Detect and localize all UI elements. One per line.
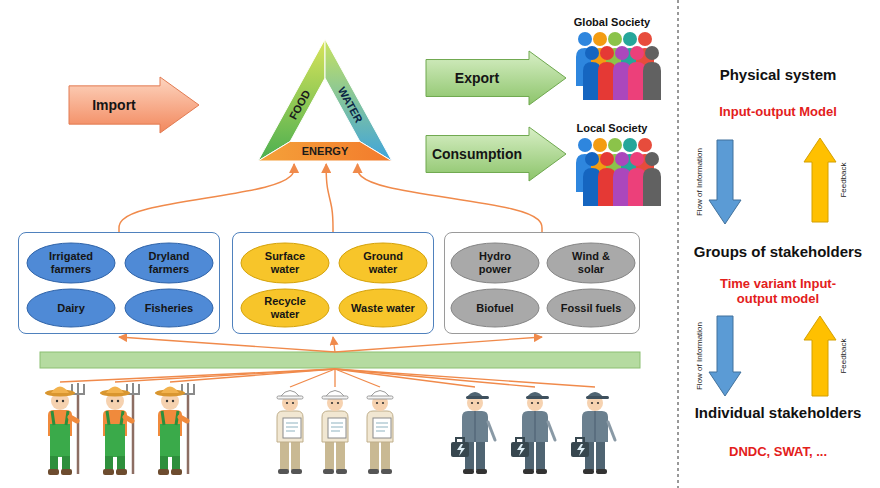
electrician-figure: [571, 392, 615, 474]
node-text: Dryland farmers: [136, 250, 203, 275]
ellipse-outline: [27, 243, 115, 283]
engineer-figure: [322, 391, 348, 475]
nexus-band: [258, 141, 392, 161]
sector-ellipse: Dryland farmers: [124, 242, 214, 284]
sector-ellipse: Fossil fuels: [546, 288, 636, 328]
feedback-arrow: [804, 316, 836, 396]
node-text: Irrigated farmers: [38, 250, 105, 275]
node-text: Fisheries: [145, 302, 193, 315]
person-icon: [643, 46, 661, 100]
ellipse-outline: [125, 243, 213, 283]
sector-ellipse: Dairy: [26, 288, 116, 328]
node-text: Biofuel: [476, 302, 513, 315]
information-arrow: [709, 140, 741, 224]
stakeholder-link: [334, 369, 335, 387]
model-name: DNDC, SWAT, ...: [729, 445, 827, 460]
block-arrow: [69, 77, 199, 133]
ellipse-outline: [27, 289, 115, 327]
engineer-figure: [367, 391, 393, 475]
ellipse-outline: [451, 243, 539, 283]
block-arrow: [426, 51, 566, 105]
node-text: Recycle water: [252, 295, 319, 320]
node-text: Ground water: [350, 250, 417, 275]
farmer-figure: [155, 383, 194, 475]
model-name: Input-output Model: [719, 105, 837, 120]
node-text: Dairy: [57, 302, 85, 315]
bar-links: [60, 337, 595, 387]
stakeholder-group: Irrigated farmers Dryland farmersDairy Fis…: [18, 232, 220, 334]
global-crowd: [576, 32, 661, 100]
bar-link: [333, 337, 335, 352]
consumption-arrow: Consumption: [425, 126, 567, 182]
stakeholder-link: [60, 369, 335, 382]
divider-line: [678, 0, 679, 488]
flow-arrows: [709, 138, 836, 396]
stakeholder-bar: [40, 352, 640, 368]
sector-ellipse: Irrigated farmers: [26, 242, 116, 284]
ellipse-outline: [125, 289, 213, 327]
stakeholder-link: [335, 369, 595, 387]
ellipse-outline: [547, 243, 635, 283]
sector-ellipse: Recycle water: [240, 288, 330, 328]
society-label: Global Society: [574, 16, 650, 29]
stakeholder-link: [115, 369, 335, 382]
sector-ellipse: Biofuel: [450, 288, 540, 328]
ellipse-outline: [339, 243, 427, 283]
layer-title: Individual stakeholders: [695, 404, 862, 421]
block-arrow: [426, 127, 566, 181]
sector-ellipse: Waste water: [338, 288, 428, 328]
local-crowd: [576, 138, 661, 206]
stakeholder-group: Hydro power Wind & solarBiofuel Fossil fue…: [444, 232, 640, 334]
influence-arrow: [119, 164, 294, 232]
sector-ellipse: Ground water: [338, 242, 428, 284]
node-text: Wind & solar: [558, 250, 625, 275]
bar-link: [335, 337, 542, 352]
node-text: Consumption: [425, 126, 529, 182]
stakeholder-group: Surface water Ground waterRecycle water Wa…: [232, 232, 434, 334]
layer-title: Physical system: [720, 66, 837, 83]
electrician-figure: [451, 392, 495, 474]
flow-label: Flow of Information: [695, 322, 704, 390]
flow-label: Flow of Information: [695, 148, 704, 216]
nexus-triangle: FOODWATERENERGY: [255, 36, 395, 164]
information-arrow: [709, 316, 741, 396]
ellipse-outline: [547, 289, 635, 327]
node-text: Waste water: [351, 302, 415, 315]
society-label: Local Society: [577, 122, 648, 135]
feedback-label: Feedback: [839, 162, 848, 197]
ellipse-outline: [339, 289, 427, 327]
layer-title: Groups of stakeholders: [694, 243, 862, 260]
electrician-figure: [511, 392, 555, 474]
sector-ellipse: Surface water: [240, 242, 330, 284]
feedback-arrow: [804, 138, 836, 222]
sector-ellipse: Fisheries: [124, 288, 214, 328]
ellipse-outline: [241, 243, 329, 283]
farmer-figure: [45, 383, 84, 475]
influence-arrow: [326, 164, 333, 232]
import-arrow: Import: [68, 76, 200, 134]
stakeholder-link: [170, 369, 335, 382]
sector-ellipse: Hydro power: [450, 242, 540, 284]
bar-link: [119, 337, 335, 352]
farmer-figure: [100, 383, 139, 475]
stakeholder-link: [335, 369, 475, 387]
stakeholder-link: [290, 369, 335, 387]
ellipse-outline: [451, 289, 539, 327]
node-text: Hydro power: [462, 250, 529, 275]
node-text: ENERGY: [302, 146, 348, 157]
node-text: Export: [425, 50, 529, 106]
engineer-figure: [277, 391, 303, 475]
node-text: Fossil fuels: [561, 302, 622, 315]
model-name: Time variant Input-output model: [713, 277, 843, 307]
person-icon: [643, 152, 661, 206]
ellipse-outline: [241, 289, 329, 327]
node-text: Import: [68, 76, 160, 134]
node-text: Surface water: [252, 250, 319, 275]
export-arrow: Export: [425, 50, 567, 106]
feedback-label: Feedback: [839, 338, 848, 373]
influence-arrow: [358, 164, 542, 232]
sector-ellipse: Wind & solar: [546, 242, 636, 284]
